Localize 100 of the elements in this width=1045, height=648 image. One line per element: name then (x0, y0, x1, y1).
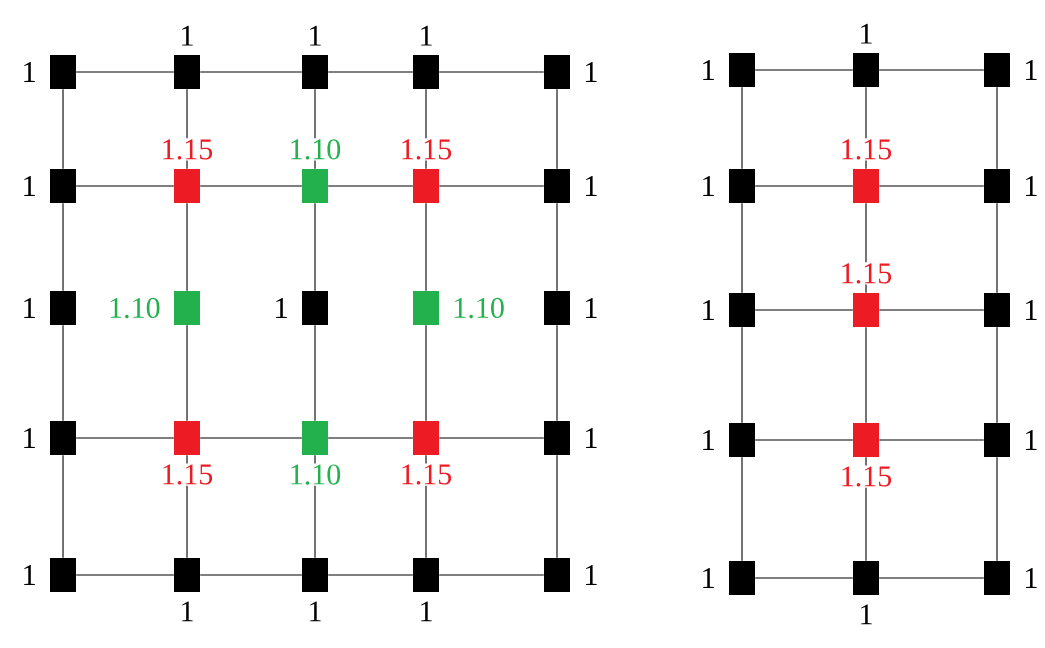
value-label: 1 (699, 567, 717, 589)
value-label: 1 (272, 297, 290, 319)
grid-line (996, 202, 998, 294)
grid-square (544, 169, 570, 203)
value-label: 1 (417, 600, 435, 623)
grid-line (62, 88, 64, 170)
value-label: 1.10 (107, 296, 162, 320)
grid-square (544, 558, 570, 592)
value-label: 1 (20, 564, 38, 586)
grid-line (996, 86, 998, 170)
grid-line (438, 71, 545, 73)
grid-line (186, 202, 188, 292)
grid-line (754, 185, 854, 187)
grid-line (425, 324, 427, 422)
grid-square (984, 423, 1010, 457)
grid-square (729, 53, 755, 87)
grid-square (174, 55, 200, 89)
grid-square (302, 558, 328, 592)
grid-square (984, 169, 1010, 203)
grid-line (62, 454, 64, 559)
grid-line (199, 437, 303, 439)
value-label: 1 (1022, 429, 1040, 451)
grid-square (729, 561, 755, 595)
grid-square (853, 169, 879, 203)
value-label: 1 (178, 24, 196, 47)
grid-line (741, 202, 743, 294)
value-label: 1 (857, 22, 875, 45)
value-label: 1.15 (159, 138, 215, 161)
value-label: 1 (699, 59, 717, 81)
grid-line (314, 202, 316, 292)
grid-line (438, 574, 545, 576)
grid-line (556, 88, 558, 170)
grid-line (438, 185, 545, 187)
grid-square (302, 421, 328, 455)
grid-square (413, 55, 439, 89)
value-label: 1.15 (398, 463, 454, 486)
value-label: 1 (20, 175, 38, 197)
grid-line (327, 185, 414, 187)
grid-line (438, 437, 545, 439)
grid-line (199, 574, 303, 576)
value-label: 1 (582, 61, 600, 83)
grid-square (544, 55, 570, 89)
grid-square (413, 558, 439, 592)
grid-line (62, 324, 64, 422)
value-label: 1 (582, 564, 600, 586)
value-label: 1 (857, 603, 875, 626)
value-label: 1 (699, 429, 717, 451)
value-label: 1 (582, 297, 600, 319)
grid-square (174, 421, 200, 455)
grid-line (62, 202, 64, 292)
grid-line (327, 574, 414, 576)
grid-line (878, 309, 985, 311)
value-label: 1 (20, 61, 38, 83)
value-label: 1.15 (159, 463, 215, 486)
grid-line (199, 71, 303, 73)
grid-line (741, 456, 743, 562)
grid-square (174, 558, 200, 592)
grid-line (425, 202, 427, 292)
value-label: 1.10 (287, 138, 343, 161)
grid-square (729, 423, 755, 457)
value-label: 1.15 (838, 262, 894, 285)
grid-square (174, 291, 200, 325)
grid-square (544, 421, 570, 455)
grid-square (302, 55, 328, 89)
grid-square (302, 169, 328, 203)
grid-line (327, 71, 414, 73)
value-label: 1 (1022, 175, 1040, 197)
grid-square (984, 53, 1010, 87)
grid-square (984, 561, 1010, 595)
value-label: 1.15 (838, 138, 894, 161)
grid-line (878, 577, 985, 579)
grid-square (544, 291, 570, 325)
grid-line (314, 324, 316, 422)
value-label: 1 (20, 427, 38, 449)
grid-square (413, 291, 439, 325)
grid-line (865, 326, 867, 424)
value-label: 1 (306, 24, 324, 47)
value-label: 1 (20, 297, 38, 319)
value-label: 1 (1022, 299, 1040, 321)
grid-square (413, 169, 439, 203)
grid-line (878, 439, 985, 441)
grid-line (199, 185, 303, 187)
grid-line (741, 86, 743, 170)
grid-line (556, 324, 558, 422)
grid-line (878, 185, 985, 187)
grid-square (50, 421, 76, 455)
value-label: 1 (699, 299, 717, 321)
grid-square (853, 423, 879, 457)
grid-square (174, 169, 200, 203)
value-label: 1 (1022, 567, 1040, 589)
grid-square (50, 558, 76, 592)
grid-line (754, 309, 854, 311)
grid-line (754, 69, 854, 71)
grid-line (75, 71, 175, 73)
grid-square (50, 291, 76, 325)
value-label: 1 (699, 175, 717, 197)
grid-square (853, 561, 879, 595)
grid-line (556, 202, 558, 292)
value-label: 1 (306, 600, 324, 623)
grid-square (729, 293, 755, 327)
